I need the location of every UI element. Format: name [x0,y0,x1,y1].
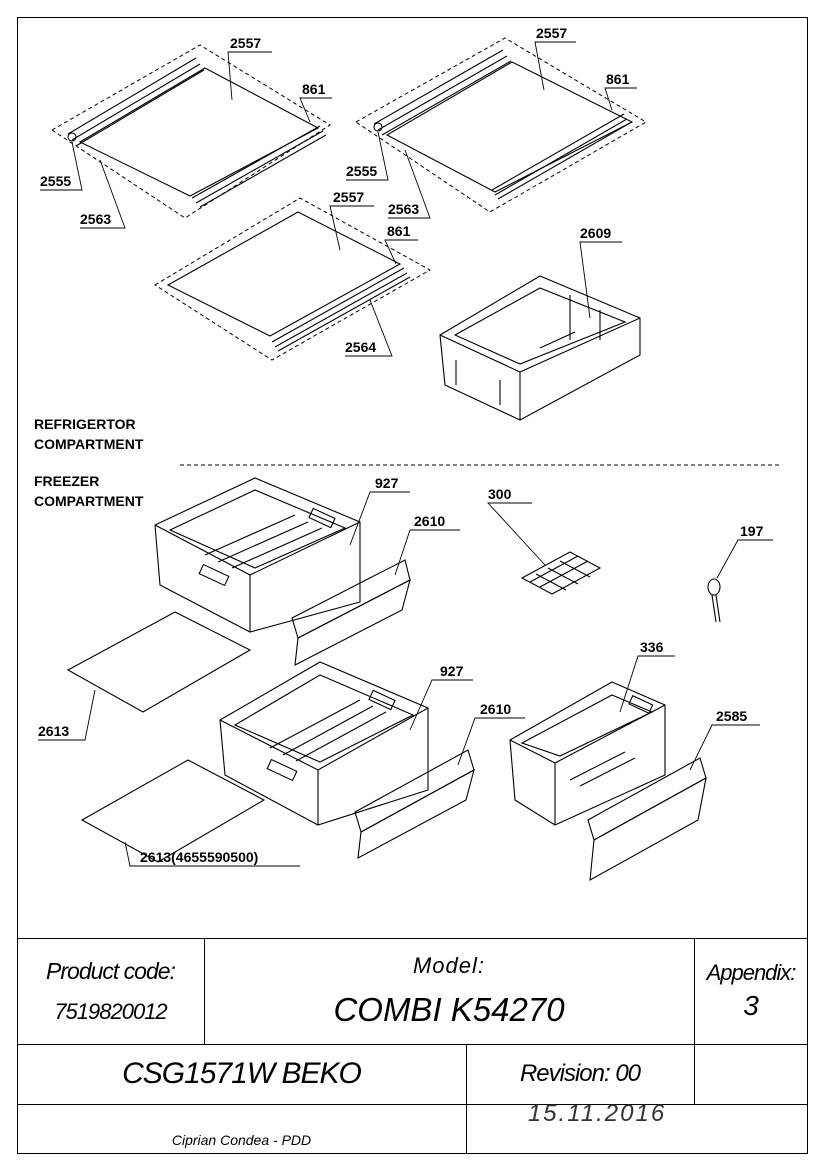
date-value: 15.11.2016 [527,1100,667,1127]
shelf-3 [154,197,432,361]
label-ice-tray: 300 [488,486,512,502]
drawing-name-cell: CSG1571W BEKO [17,1044,466,1104]
section-refrigerator-line1: REFRIGERTOR [34,416,136,432]
appendix-label: Appendix: [706,960,797,985]
shelf-2 [355,37,647,213]
freezer-drawer-front-2 [354,749,475,859]
freezer-glass-1 [66,611,252,713]
label-drawer1-front: 2610 [414,513,445,529]
freezer-glass-2 [80,759,266,863]
label-drawer3: 336 [640,639,664,655]
freezer-drawer-2 [219,661,429,826]
label-drawer1: 927 [375,475,399,491]
label-shelf1-trim: 861 [302,81,326,97]
title-block: Product code: 7519820012 Model: COMBI K5… [17,938,808,1154]
exploded-parts-drawing: 2557 861 2555 2563 2557 861 2555 2563 25… [34,25,780,881]
product-code-cell: Product code: 7519820012 [17,938,204,1044]
label-shelf3-trim: 861 [387,223,411,239]
label-shelf2-glass: 2557 [536,25,567,41]
label-shelf2-frame: 2563 [388,201,419,217]
section-refrigerator-line2: COMPARTMENT [34,436,144,452]
ice-spoon [707,578,721,623]
freezer-drawer-front-3 [587,757,707,881]
label-drawer2-front: 2610 [480,701,511,717]
label-shelf1-frame: 2563 [80,211,111,227]
freezer-drawer-3 [509,681,666,826]
label-spoon: 197 [740,523,764,539]
author-cell: Ciprian Condea - PDD [17,1104,466,1154]
revision-cell: Revision: 00 [466,1044,694,1104]
section-freezer-line1: FREEZER [34,473,99,489]
product-code-value: 7519820012 [54,998,167,1024]
leader-lines [38,41,773,867]
drawing-frame [17,17,808,1154]
label-drawer3-front: 2585 [716,708,747,724]
label-glass1: 2613 [38,723,69,739]
revision-value: Revision: 00 [519,1060,641,1087]
label-shelf2-trim: 861 [606,71,630,87]
model-cell: Model: COMBI K54270 [204,938,694,1044]
date-cell: 15.11.2016 [466,1100,808,1154]
appendix-cell: Appendix: 3 [694,938,808,1044]
drawing-name: CSG1571W BEKO [122,1057,362,1090]
freezer-drawer-front-1 [291,559,411,666]
appendix-value: 3 [743,990,759,1021]
shelf-1 [51,44,331,219]
label-glass2: 2613(4655590500) [140,849,258,865]
author-value: Ciprian Condea - PDD [171,1132,312,1148]
label-drawer2: 927 [440,663,464,679]
label-shelf3-glass: 2557 [333,189,364,205]
section-freezer-line2: COMPARTMENT [34,493,144,509]
part-labels: 2557 861 2555 2563 2557 861 2555 2563 25… [38,25,764,867]
crisper-drawer [439,275,641,421]
model-label: Model: [412,953,486,978]
model-value: COMBI K54270 [333,991,565,1028]
label-shelf3-frame: 2564 [345,339,376,355]
freezer-drawer-1 [154,477,361,633]
label-shelf1-profile: 2555 [40,173,71,189]
label-crisper: 2609 [580,225,611,241]
product-code-label: Product code: [46,957,176,984]
ice-tray [520,551,602,595]
label-shelf2-profile: 2555 [346,163,377,179]
label-shelf1-glass: 2557 [230,35,261,51]
